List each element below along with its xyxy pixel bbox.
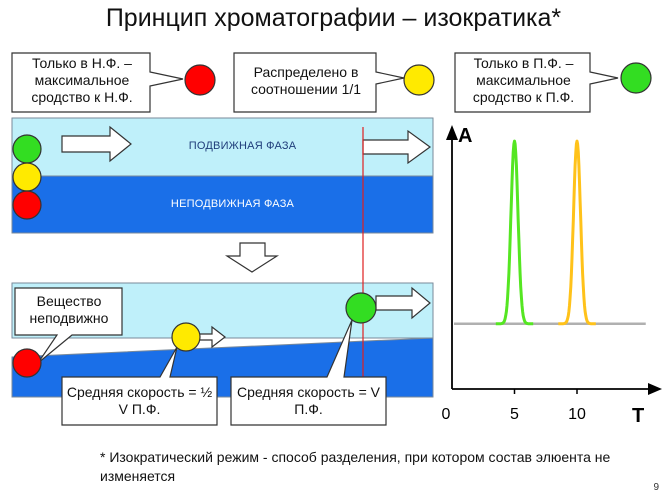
footnote: * Изократический режим - способ разделен…	[100, 449, 611, 484]
callout-half-speed-text: Средняя скорость = ½ V П.Ф.	[66, 384, 213, 417]
chart-xlabel: T	[632, 405, 644, 427]
red-circle-immobile	[12, 348, 42, 378]
chart-panel	[436, 118, 659, 396]
callout-mobile-text: Только в П.Ф. – максимальное сродство к …	[472, 55, 575, 105]
yellow-circle-moving	[171, 322, 201, 352]
callout-stationary-text: Только в Н.Ф. – максимальное сродство к …	[31, 55, 133, 105]
down-arrow	[224, 242, 280, 273]
callout-immobile-text: Вещество неподвижно	[29, 293, 109, 326]
callout-full-speed-text: Средняя скорость = V П.Ф.	[237, 384, 380, 417]
page-number: 9	[653, 482, 659, 493]
red-circle-start	[12, 190, 42, 220]
y-axis-arrowhead-icon	[446, 125, 458, 140]
top-left-arrow	[61, 125, 132, 163]
green-circle-moving	[345, 292, 377, 324]
yellow-circle-start	[12, 162, 42, 192]
x-axis-arrowhead-icon	[648, 383, 662, 395]
red-circle-callout	[184, 64, 216, 96]
callout-half-speed-shape	[61, 346, 218, 426]
callout-immobile-shape	[14, 287, 123, 364]
chart-tick-label: 0	[442, 406, 451, 423]
mobile-phase-label: ПОДВИЖНАЯ ФАЗА	[188, 140, 297, 152]
top-right-arrow	[362, 129, 432, 165]
callout-distributed-text: Распределено в соотношении 1/1	[250, 64, 362, 97]
callout-distributed-shape	[233, 52, 405, 113]
callout-stationary-shape	[11, 52, 184, 113]
chart-tick-label: 10	[568, 406, 586, 423]
chart-tick-label: 5	[510, 406, 519, 423]
stationary-phase-label: НЕПОДВИЖНАЯ ФАЗА	[170, 198, 295, 210]
yellow-circle-callout	[403, 64, 435, 96]
bottom-yellow-arrow	[197, 325, 226, 349]
callout-full-speed-shape	[230, 319, 387, 426]
bottom-green-arrow	[375, 286, 431, 320]
chart-ylabel: A	[458, 125, 472, 147]
callout-mobile-shape	[454, 52, 619, 113]
chart-peak-2	[557, 139, 597, 326]
page-title: Принцип хроматографии – изократика*	[105, 4, 562, 32]
chart-peak-1	[494, 139, 535, 326]
chromatogram: A T 0 5 10	[442, 125, 662, 427]
green-circle-start	[12, 134, 42, 164]
green-circle-callout	[620, 62, 652, 94]
